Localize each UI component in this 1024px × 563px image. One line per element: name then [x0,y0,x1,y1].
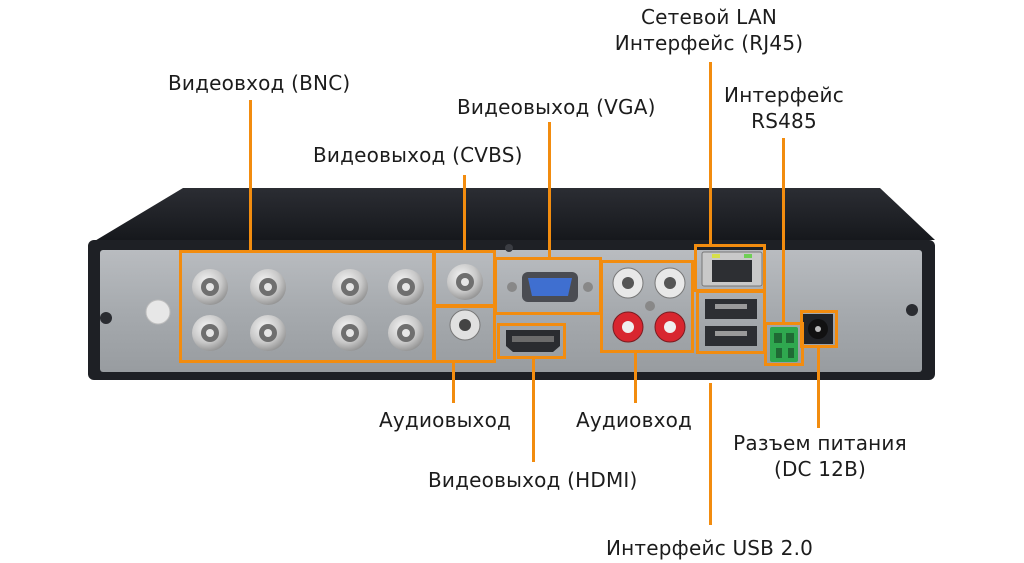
label-audio-out: Аудиовыход [379,408,512,432]
leader-line-rs485 [782,138,785,322]
casing-top [88,188,935,245]
highlight-lan-box [694,244,766,292]
label-rs485-line2: RS485 [751,109,817,133]
highlight-cvbs-box [433,250,496,307]
highlight-power-box [800,310,838,348]
leader-line-cvbs [463,175,466,250]
leader-line-usb [709,383,712,525]
sticker [145,299,171,325]
bnc-connector [388,269,424,305]
audio-in-rca [612,267,686,343]
label-power-line2: (DC 12В) [773,457,867,481]
label-usb: Интерфейс USB 2.0 [606,536,814,560]
audio-out-rca [449,309,481,341]
screw-left [100,312,112,324]
highlight-audio-in-box [600,260,694,353]
leader-line-lan [709,62,712,244]
leader-line-power [817,348,820,428]
bnc-connector [250,269,286,305]
label-bnc: Видеовход (BNC) [168,71,351,95]
bnc-connector [192,269,228,305]
rs485-terminal [770,327,798,362]
label-vga: Видеовыход (VGA) [457,95,656,119]
label-power: Разъем питания (DC 12В) [725,430,915,482]
leader-line-audio-out [452,363,455,403]
bnc-connectors [192,264,483,351]
label-lan: Сетевой LAN Интерфейс (RJ45) [598,4,820,56]
leader-line-vga [548,122,551,257]
lan-port [701,251,763,287]
label-lan-line1: Сетевой LAN [640,5,778,29]
label-audio-in: Аудиовход [576,408,693,432]
highlight-usb-box [696,290,766,354]
screw-right [906,304,918,316]
screw-top [505,244,513,252]
label-cvbs: Видеовыход (CVBS) [313,143,523,167]
label-power-line1: Разъем питания [733,431,907,455]
bnc-connector [332,269,368,305]
bnc-connector [192,315,228,351]
leader-line-audio-in [634,353,637,403]
label-lan-line2: Интерфейс (RJ45) [614,31,804,55]
cvbs-bnc-connector [447,264,483,300]
highlight-bnc-box [179,250,435,363]
label-rs485: Интерфейс RS485 [716,82,852,134]
bnc-connector [388,315,424,351]
vga-port [507,272,593,302]
highlight-audio-out-box [433,305,496,363]
dc-power-jack [803,314,833,344]
usb-ports [705,299,757,346]
highlight-rs485-box [764,322,804,366]
highlight-vga-box [494,257,602,315]
label-rs485-line1: Интерфейс [724,83,844,107]
hdmi-port [506,330,560,352]
highlight-hdmi-box [497,323,566,359]
leader-line-bnc [249,100,252,250]
label-hdmi: Видеовыход (HDMI) [428,468,638,492]
bnc-connector [250,315,286,351]
leader-line-hdmi [532,359,535,462]
bnc-connector [332,315,368,351]
